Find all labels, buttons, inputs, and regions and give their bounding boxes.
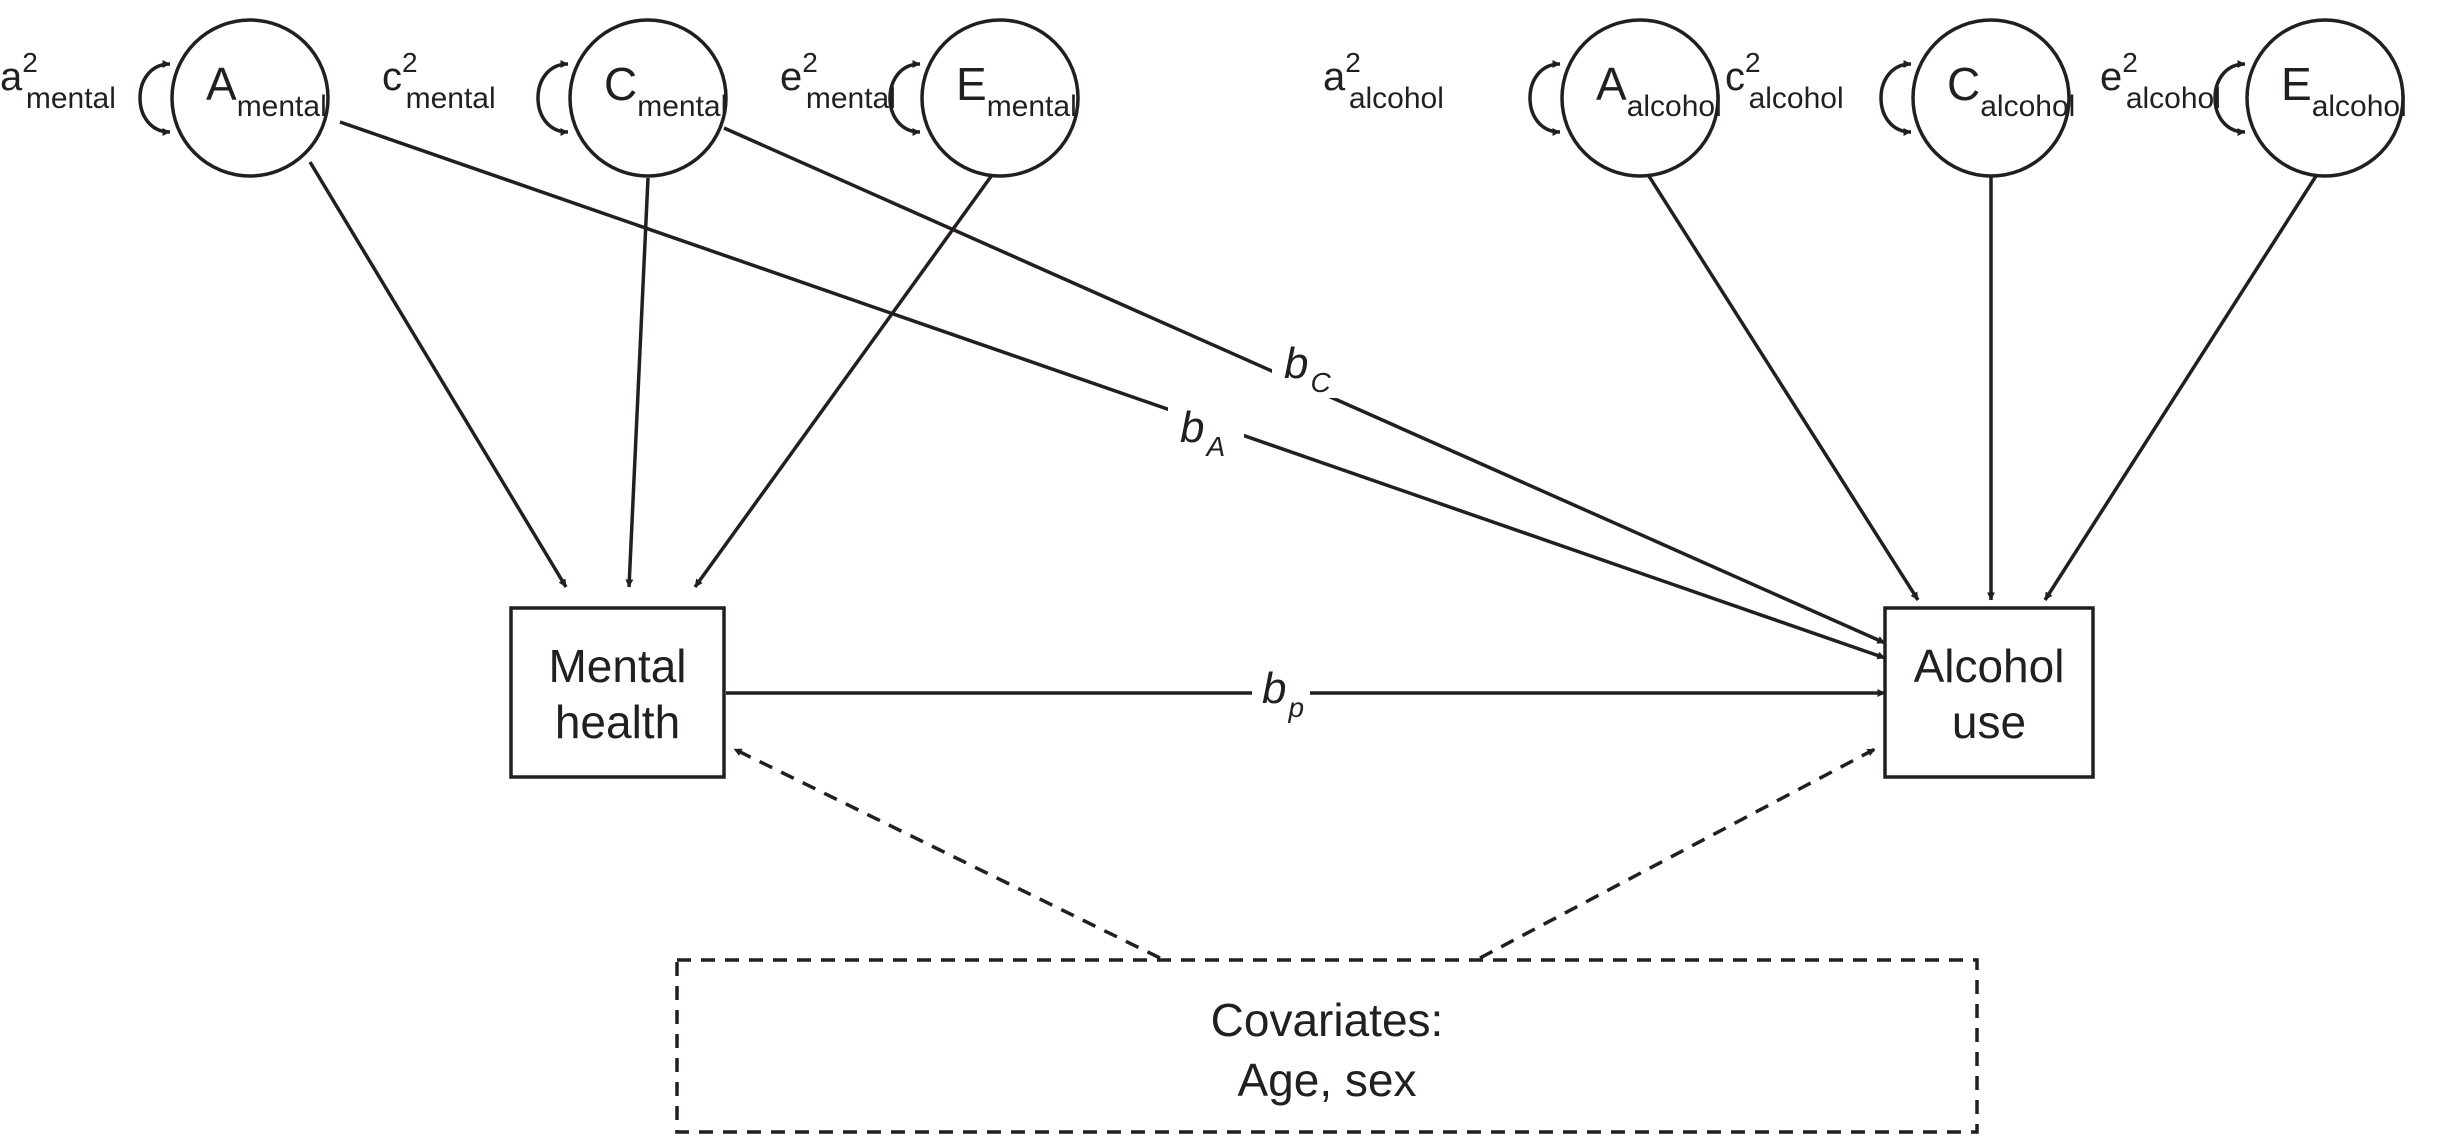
path-label-ba: bA — [1168, 396, 1244, 464]
path-label-bp: bp — [1252, 660, 1310, 730]
edge-e-mental-to-mental-health — [693, 162, 1002, 589]
svg-text:bp: bp — [1262, 664, 1304, 723]
edge-a-mental-to-alcohol-use — [339, 120, 1886, 660]
mental-health-line2: health — [555, 696, 680, 748]
factor-label-e-alcohol: Ealcohol — [2281, 58, 2407, 123]
variance-loop-a-mental — [138, 60, 171, 136]
factor-circle-c-alcohol — [1911, 18, 2071, 178]
edge-c-mental-to-mental-health — [625, 177, 650, 588]
edge-a-alcohol-to-alcohol-use — [1638, 161, 1920, 601]
svg-text:bC: bC — [1284, 339, 1331, 398]
factor-label-a-mental: Amental — [206, 58, 327, 123]
factor-circle-a-mental — [170, 18, 330, 178]
covariates-title: Covariates: — [1211, 994, 1444, 1046]
variance-loop-c-mental — [536, 60, 569, 136]
factor-label-c-mental: Cmental — [604, 58, 727, 123]
covariates-list: Age, sex — [1238, 1054, 1417, 1106]
edge-covariates-to-mental-health — [733, 747, 1161, 960]
alcohol-use-line1: Alcohol — [1914, 640, 2065, 692]
factor-label-a-alcohol: Aalcohol — [1596, 58, 1722, 123]
factor-circle-c-mental — [568, 18, 728, 178]
mental-health-line1: Mental — [548, 640, 686, 692]
edge-covariates-to-alcohol-use — [1479, 747, 1876, 960]
factor-label-e-mental: Emental — [956, 58, 1077, 123]
alcohol-use-line2: use — [1952, 696, 2026, 748]
factor-label-c-alcohol: Calcohol — [1947, 58, 2075, 123]
variance-loop-c-alcohol — [1879, 60, 1912, 136]
alcohol-use-box: Alcohol use — [1883, 606, 2095, 779]
factor-circle-e-alcohol — [2245, 18, 2405, 178]
variance-loop-e-alcohol — [2213, 60, 2246, 136]
svg-text:bA: bA — [1180, 403, 1225, 462]
factor-circle-a-alcohol — [1560, 18, 1720, 178]
covariates-box: Covariates: Age, sex — [675, 958, 1979, 1134]
variance-loop-e-mental — [888, 60, 921, 136]
edge-a-mental-to-mental-health — [308, 161, 568, 588]
mental-health-box: Mental health — [509, 606, 726, 779]
variance-loop-a-alcohol — [1528, 60, 1561, 136]
path-label-bc: bC — [1272, 330, 1348, 398]
factor-circle-e-mental — [920, 18, 1080, 178]
edge-e-alcohol-to-alcohol-use — [2043, 161, 2327, 601]
